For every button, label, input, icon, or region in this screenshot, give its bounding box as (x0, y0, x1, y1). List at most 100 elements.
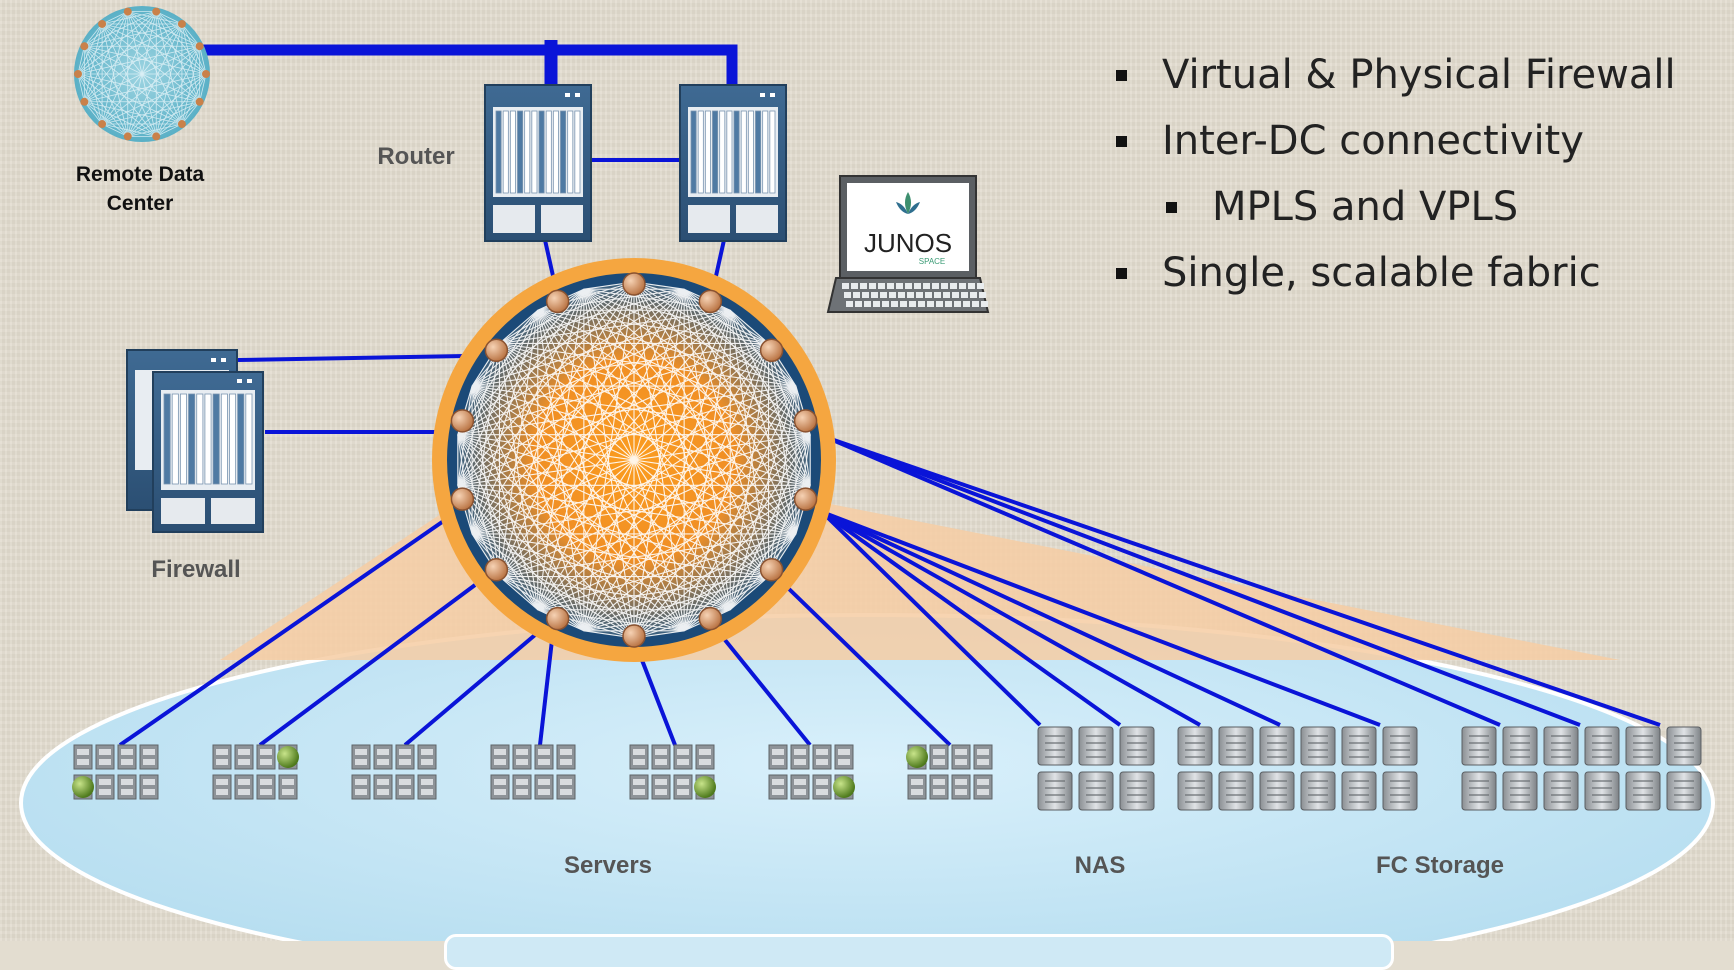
fc-storage-label: FC Storage (1375, 852, 1504, 879)
feature-item: Inter-DC connectivity (1110, 110, 1676, 176)
fabric-node (759, 338, 784, 363)
remote-data-center-icon (74, 6, 210, 142)
server-unit (973, 744, 993, 770)
server-unit (490, 744, 510, 770)
storage-disk (1625, 726, 1661, 766)
server-unit (629, 744, 649, 770)
storage-disk (1218, 771, 1254, 811)
storage-disk (1341, 771, 1377, 811)
server-unit (812, 744, 832, 770)
server-unit (256, 774, 276, 800)
storage-disk (1543, 726, 1579, 766)
storage-disk (1218, 726, 1254, 766)
server-unit (373, 744, 393, 770)
server-unit (973, 774, 993, 800)
server-unit (95, 744, 115, 770)
server-unit (651, 744, 671, 770)
storage-disk (1625, 771, 1661, 811)
server-unit (929, 774, 949, 800)
storage-disk (1502, 726, 1538, 766)
storage-disk (1584, 726, 1620, 766)
storage-disk (1461, 726, 1497, 766)
server-unit (812, 774, 832, 800)
storage-disk (1177, 726, 1213, 766)
storage-disk (1502, 771, 1538, 811)
router-label: Router (377, 143, 455, 170)
server-unit (907, 774, 927, 800)
virtual-machine-icon (72, 776, 94, 798)
server-unit (512, 774, 532, 800)
fabric-node (450, 409, 475, 433)
router-1 (484, 84, 592, 242)
server-unit (234, 774, 254, 800)
server-unit (768, 774, 788, 800)
remote-node (195, 42, 204, 51)
fabric-node (759, 557, 784, 582)
remote-node (98, 19, 107, 28)
fabric-node (698, 606, 723, 631)
firewall-label: Firewall (151, 556, 241, 583)
remote-node (152, 7, 161, 16)
fabric-node (622, 624, 646, 648)
bottom-caption-box (444, 934, 1394, 970)
server-unit (768, 744, 788, 770)
feature-item: Virtual & Physical Firewall (1110, 44, 1676, 110)
remote-node (123, 132, 132, 141)
storage-disk (1543, 771, 1579, 811)
storage-disk (1259, 726, 1295, 766)
storage-disk (1177, 771, 1213, 811)
server-unit (278, 774, 298, 800)
storage-disk (1037, 771, 1073, 811)
network-diagram: JUNOS SPACE (19, 6, 1715, 941)
fabric-node (484, 557, 509, 582)
fabric-node (484, 338, 509, 363)
server-unit (417, 774, 437, 800)
server-unit (373, 774, 393, 800)
virtual-machine-icon (694, 776, 716, 798)
remote-node (152, 132, 161, 141)
server-unit (95, 774, 115, 800)
server-unit (929, 744, 949, 770)
virtual-machine-icon (906, 746, 928, 768)
fabric-switch (432, 258, 836, 662)
server-unit (673, 774, 693, 800)
firewall-front (152, 371, 264, 533)
remote-node (195, 97, 204, 106)
server-unit (534, 744, 554, 770)
storage-disk (1037, 726, 1073, 766)
junos-logo-subtext: SPACE (919, 257, 946, 266)
storage-disk (1666, 771, 1702, 811)
server-unit (556, 774, 576, 800)
server-unit (395, 774, 415, 800)
server-unit (834, 744, 854, 770)
storage-disk (1382, 771, 1418, 811)
server-unit (234, 744, 254, 770)
server-unit (417, 744, 437, 770)
fabric-downlinks (118, 436, 1661, 747)
nas-label: NAS (1074, 852, 1126, 879)
server-unit (351, 774, 371, 800)
router-2 (679, 84, 787, 242)
storage-arrays (1037, 726, 1702, 811)
server-unit (790, 744, 810, 770)
storage-disk (1461, 771, 1497, 811)
server-unit (673, 744, 693, 770)
server-unit (212, 744, 232, 770)
server-unit (629, 774, 649, 800)
server-unit (139, 774, 159, 800)
server-unit (951, 744, 971, 770)
storage-disk (1259, 771, 1295, 811)
fabric-node (545, 606, 570, 631)
feature-list: Virtual & Physical Firewall Inter-DC con… (1110, 44, 1676, 308)
server-unit (651, 774, 671, 800)
server-unit (790, 774, 810, 800)
server-unit (256, 744, 276, 770)
storage-disk (1341, 726, 1377, 766)
fabric-node (793, 487, 818, 511)
remote-node (98, 120, 107, 129)
feature-subitem: MPLS and VPLS (1110, 176, 1676, 242)
storage-disk (1078, 726, 1114, 766)
feature-item: Single, scalable fabric (1110, 242, 1676, 308)
storage-disk (1119, 771, 1155, 811)
fabric-node (622, 272, 646, 296)
